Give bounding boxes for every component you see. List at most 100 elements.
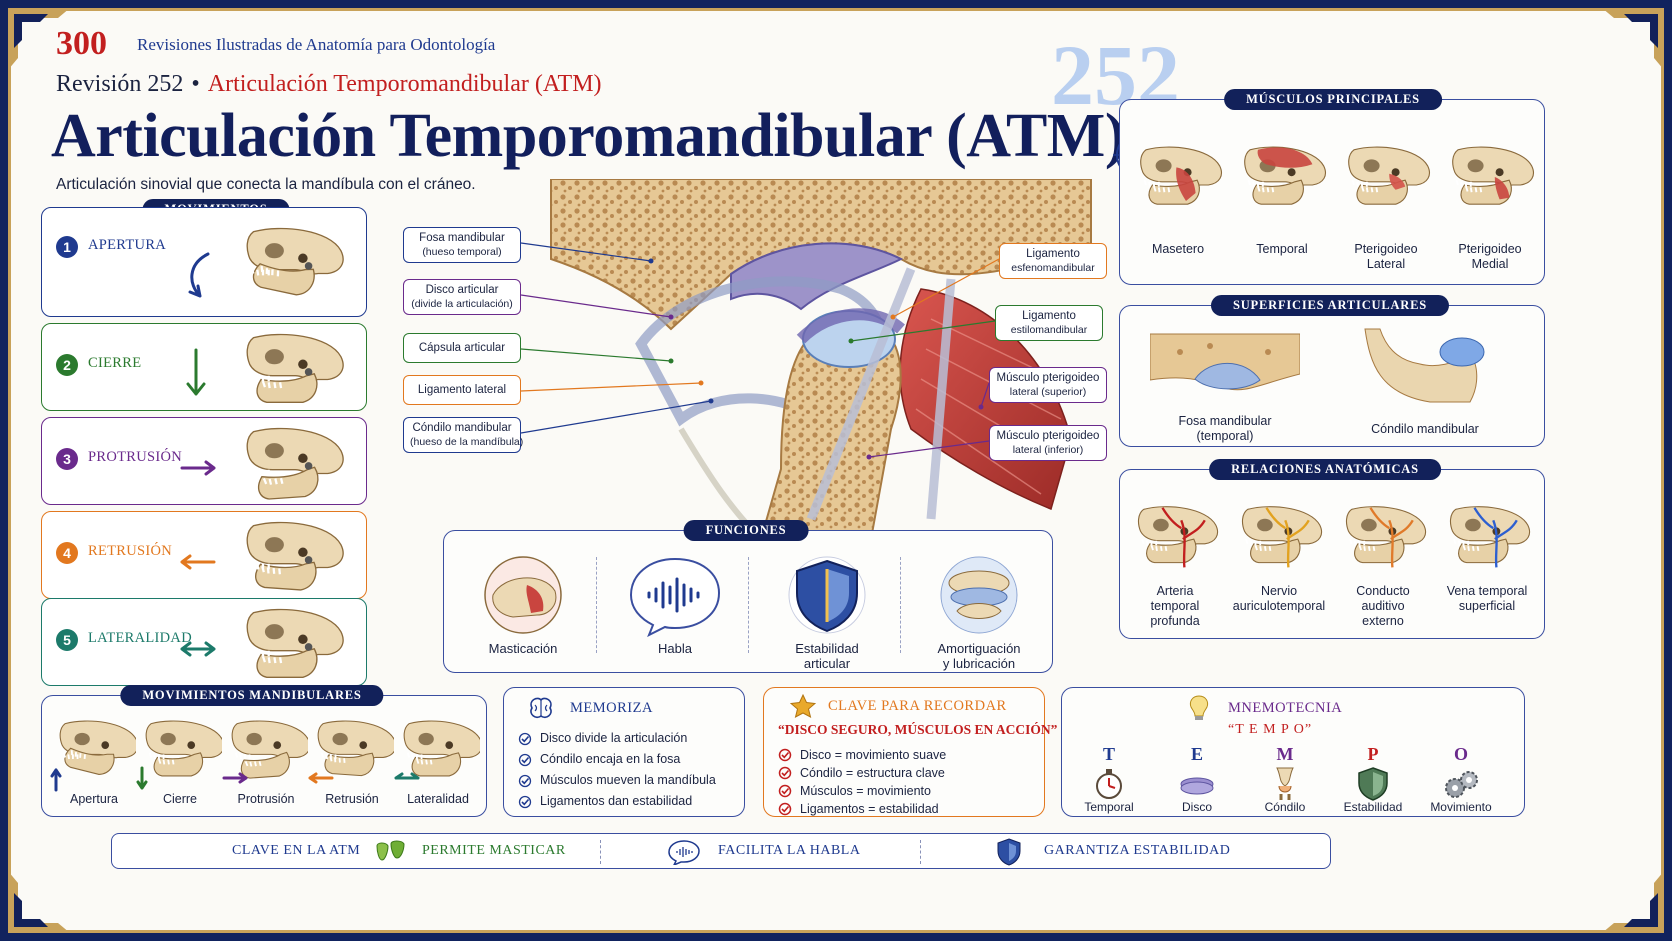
caption-line: Pterigoideo <box>1354 242 1418 256</box>
bottom-ribbon: CLAVE EN LA ATM PERMITE MASTICAR FACILIT… <box>111 833 1331 869</box>
mnemo-label: Disco <box>1181 800 1212 814</box>
shield-icon <box>1358 767 1388 801</box>
caption-line: externo <box>1362 614 1404 628</box>
caption-line: superficial <box>1458 599 1516 613</box>
ribbon-speech: FACILITA LA HABLA <box>718 843 861 858</box>
leader-dot <box>848 338 854 344</box>
diagram-label-title: Fosa mandibular <box>419 232 505 244</box>
skull-illustration <box>246 608 344 678</box>
movement-number-badge: 4 <box>56 542 78 564</box>
diagram-label-sub: esfenomandibular <box>1011 262 1095 274</box>
caption: Cóndilo mandibular <box>1350 422 1500 437</box>
skull-muscle-illustration <box>1244 146 1327 205</box>
list-item-text: Disco = movimiento suave <box>800 748 947 762</box>
diagram-label-title: Músculo pterigoideo <box>996 372 1100 384</box>
ribbon-key: CLAVE EN LA ATM <box>232 843 361 858</box>
mnemo-label: Cóndilo <box>1264 800 1306 814</box>
caption-line: temporal <box>1150 599 1200 613</box>
movement-arrow-icon <box>222 772 248 784</box>
check-icon <box>518 753 532 766</box>
caption-line: Nervio <box>1260 584 1298 598</box>
diagram-label-title: Disco articular <box>425 284 499 296</box>
corner-ornament-icon <box>11 871 70 930</box>
diagram-label-title: Cápsula articular <box>418 342 506 354</box>
series-title: Revisiones Ilustradas de Anatomía para O… <box>137 35 496 54</box>
leader-dot <box>708 398 714 404</box>
shield-icon <box>788 556 866 634</box>
list-item-text: Cóndilo encaja en la fosa <box>540 752 681 766</box>
mnemo-letter: E <box>1190 744 1203 764</box>
movement-arrow-icon <box>136 766 148 790</box>
list-item-text: Ligamentos dan estabilidad <box>540 794 693 808</box>
diagram-label-sub: (divide la articulación) <box>411 298 513 310</box>
leader-line <box>892 258 1000 318</box>
leader-line <box>520 294 672 318</box>
caption-line: Medial <box>1471 257 1509 271</box>
diagram-label-title: Ligamento <box>1022 310 1076 322</box>
memoriza-title: MEMORIZA <box>570 700 653 716</box>
mandible-movement-label: Lateralidad <box>407 792 469 806</box>
leader-dot <box>698 380 704 386</box>
revision-label: Revisión 252 <box>56 71 184 97</box>
clave-title: CLAVE PARA RECORDAR <box>828 698 1007 714</box>
chewing-icon <box>484 556 562 634</box>
list-item: Músculos = movimiento <box>778 782 946 800</box>
leader-dot <box>648 258 654 264</box>
movement-arrow-icon <box>186 348 206 396</box>
movement-label: CIERRE <box>88 355 142 371</box>
mandible-movement-illustration <box>145 720 222 777</box>
movement-arrow-icon <box>50 768 62 792</box>
caption-line: (temporal) <box>1196 429 1254 443</box>
function-item: Masticación <box>448 555 598 675</box>
condyle-icon <box>1276 767 1294 800</box>
clave-panel: CLAVE PARA RECORDAR “DISCO SEGURO, MÚSCU… <box>763 687 1057 818</box>
leader-dot <box>978 404 984 410</box>
diagram-label: Cóndilo mandibular(hueso de la mandíbula… <box>403 417 523 453</box>
check-icon <box>778 784 792 798</box>
caption-line: Cóndilo mandibular <box>1371 422 1479 436</box>
list-item: Ligamentos dan estabilidad <box>518 791 716 812</box>
star-icon <box>790 694 816 718</box>
diagram-label: Cápsula articular <box>403 333 521 363</box>
leader-dot <box>668 314 674 320</box>
leader-line <box>850 320 996 342</box>
anatomical-relation-illustration <box>1241 506 1323 568</box>
caption-line: Pterigoideo <box>1458 242 1522 256</box>
function-label: Masticación <box>448 641 598 656</box>
speech-icon <box>629 557 721 637</box>
leader-line <box>520 382 702 392</box>
skull-illustration <box>246 227 344 296</box>
function-label-line: Habla <box>658 641 692 656</box>
mnemo-title: MNEMOTECNIA <box>1228 700 1343 716</box>
mnemo-letter: T <box>1102 744 1115 764</box>
mandible-movement-label: Retrusión <box>325 792 379 806</box>
movement-arrow-icon <box>180 460 216 476</box>
movement-number-badge: 3 <box>56 448 78 470</box>
diagram-label: Disco articular (divide la articulación) <box>403 279 521 315</box>
function-label-line: y lubricación <box>942 656 1016 671</box>
speech-bubble-icon <box>668 840 700 865</box>
mnemo-label: Movimiento <box>1430 800 1492 814</box>
movement-arrow-icon <box>308 772 334 784</box>
function-divider <box>596 557 597 653</box>
movement-arrow-icon <box>180 641 216 657</box>
skull-illustration <box>246 521 344 591</box>
mandible-movement-illustration <box>231 720 308 779</box>
page-subtitle: Articulación sinovial que conecta la man… <box>56 176 476 193</box>
gears-icon <box>1445 771 1478 798</box>
ribbon-divider <box>920 840 921 864</box>
movement-number-badge: 2 <box>56 354 78 376</box>
list-item: Cóndilo = estructura clave <box>778 764 946 782</box>
